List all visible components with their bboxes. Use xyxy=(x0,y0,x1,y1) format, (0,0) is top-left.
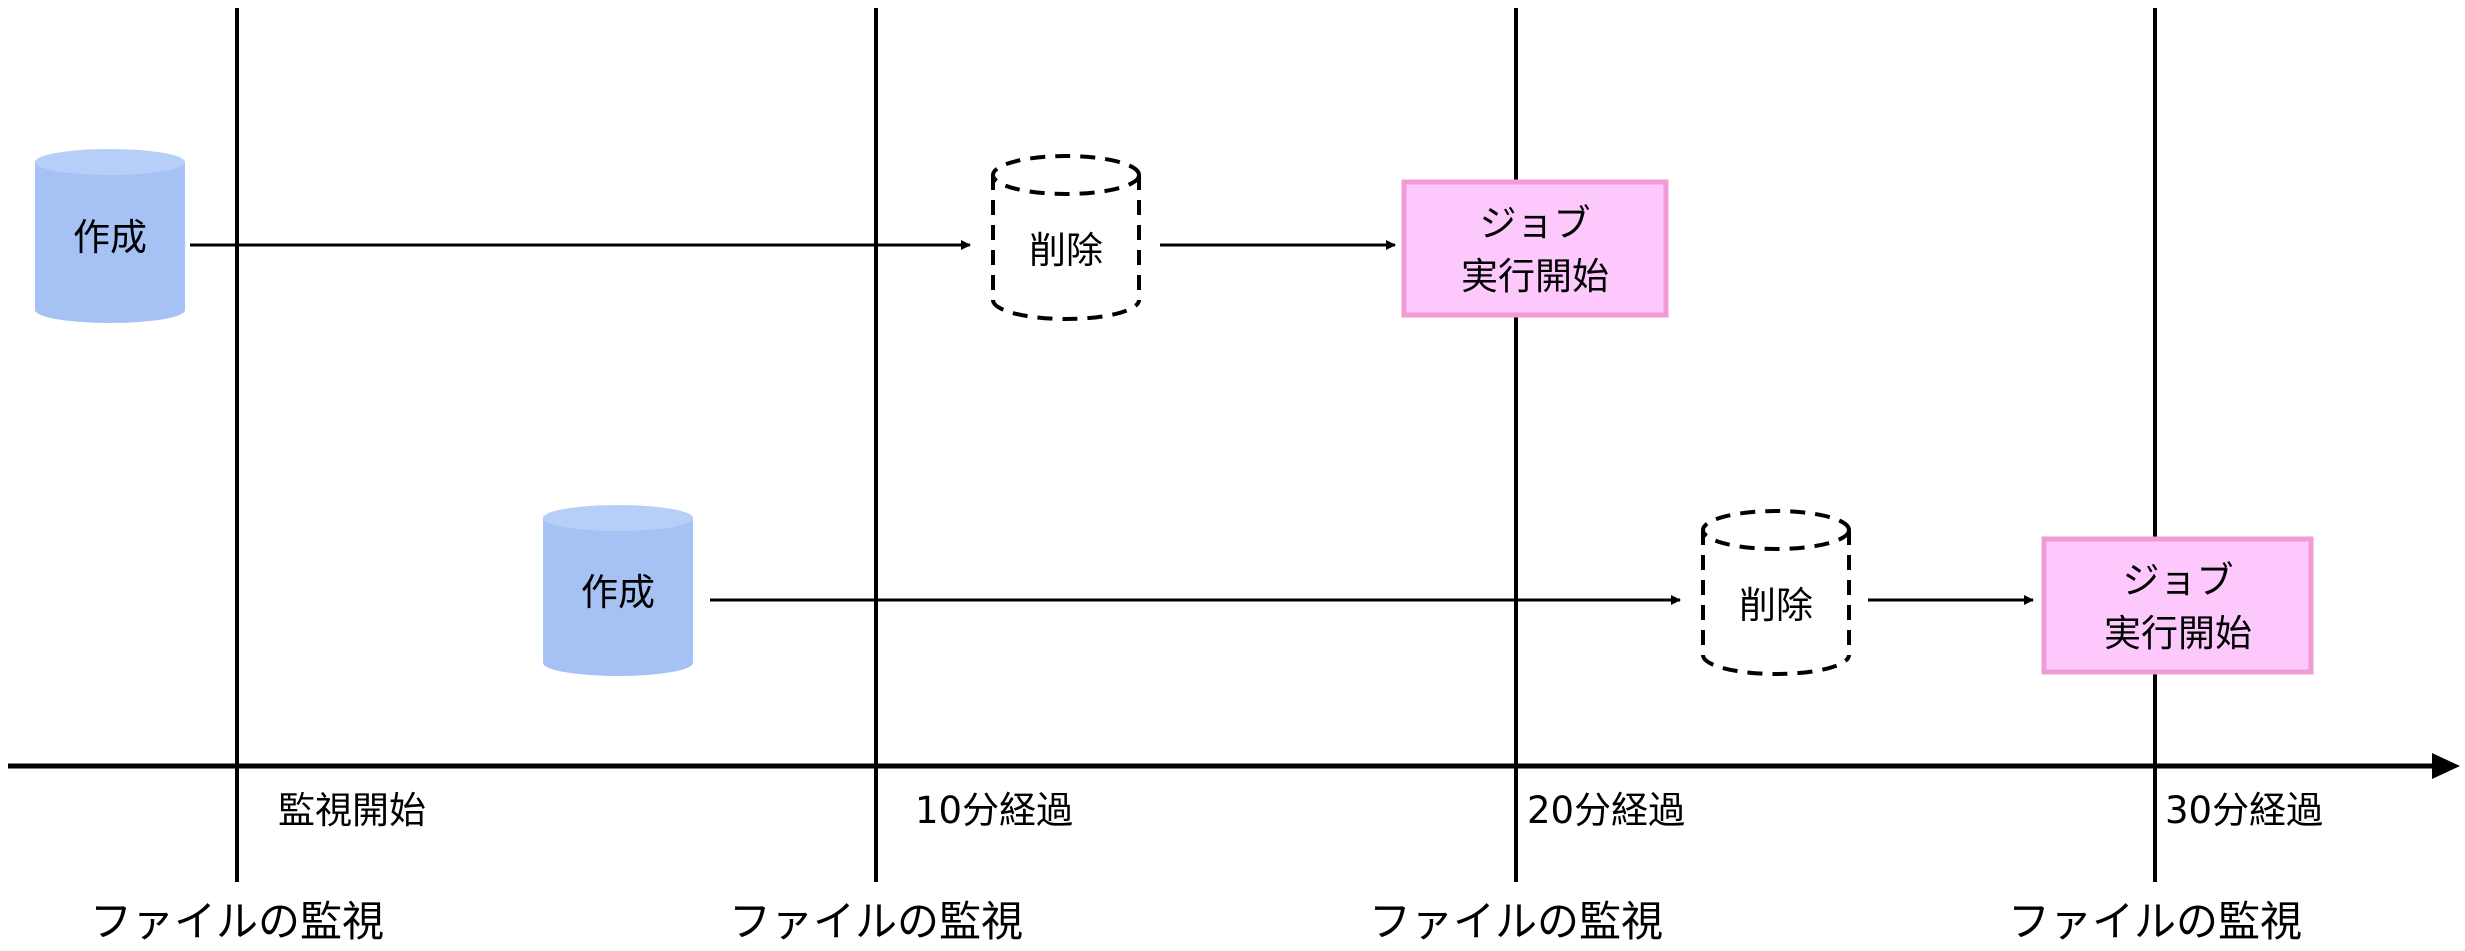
job-start-box xyxy=(1401,179,1669,318)
delete-label-2: 削除 xyxy=(1739,584,1813,627)
create-database-icon xyxy=(35,149,185,323)
tick-label-1: 10分経過 xyxy=(915,789,1073,832)
create-label: 作成 xyxy=(73,216,147,259)
job-label-line2-2: 実行開始 xyxy=(2104,612,2252,655)
job-start-box-2 xyxy=(2041,536,2314,675)
delete-database-icon-2 xyxy=(1701,509,1851,676)
delete-label: 削除 xyxy=(1029,229,1103,272)
watch-label-3: ファイルの監視 xyxy=(2008,897,2302,946)
watch-label-1: ファイルの監視 xyxy=(729,897,1023,946)
create-label-2: 作成 xyxy=(581,571,655,614)
job-label-line1-2: ジョブ xyxy=(2123,559,2234,602)
time-axis-arrowhead xyxy=(2432,753,2460,779)
tick-label-0: 監視開始 xyxy=(278,789,426,832)
delete-database-icon xyxy=(991,154,1141,321)
create-database-icon-2 xyxy=(543,505,693,676)
job-label-line1: ジョブ xyxy=(1480,202,1591,245)
watch-label-0: ファイルの監視 xyxy=(90,897,384,946)
tick-label-2: 20分経過 xyxy=(1527,789,1685,832)
tick-label-3: 30分経過 xyxy=(2165,789,2323,832)
job-label-line2: 実行開始 xyxy=(1461,255,1609,298)
watch-label-2: ファイルの監視 xyxy=(1369,897,1663,946)
